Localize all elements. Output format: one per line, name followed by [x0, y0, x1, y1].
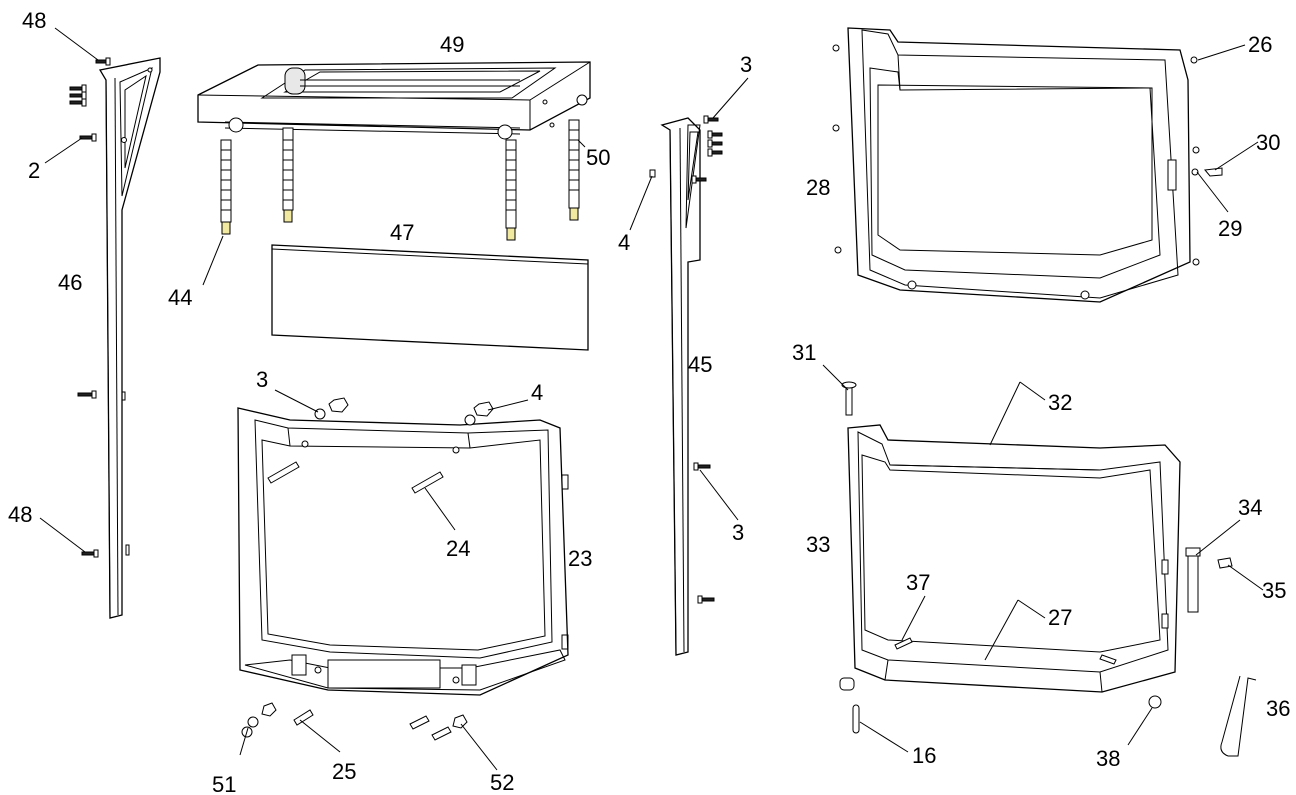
callout-34: 34 — [1238, 495, 1262, 520]
left-post-46 — [98, 57, 161, 619]
callout-16: 16 — [912, 743, 936, 768]
callout-27: 27 — [1048, 605, 1072, 630]
nuts-washers-3-4 — [314, 397, 494, 426]
callout-24: 24 — [446, 536, 470, 561]
door-33 — [847, 424, 1181, 693]
callout-45: 45 — [688, 352, 712, 377]
callout-48-bottom: 48 — [8, 502, 32, 527]
callout-44: 44 — [168, 285, 192, 310]
chain-3 — [505, 139, 517, 241]
rear-frame-28 — [832, 27, 1223, 303]
callout-36: 36 — [1266, 696, 1290, 721]
callout-33: 33 — [806, 532, 830, 557]
left-post-screws — [69, 57, 111, 558]
screw-2 — [79, 133, 97, 142]
callout-28: 28 — [806, 175, 830, 200]
chain-4 — [568, 119, 580, 221]
callout-50: 50 — [586, 145, 610, 170]
callout-35: 35 — [1262, 578, 1286, 603]
right-post-screws — [649, 115, 723, 604]
panel-47 — [271, 244, 589, 351]
callout-3-post-bottom: 3 — [732, 520, 744, 545]
callout-49: 49 — [440, 32, 464, 57]
callout-labels: 48 2 46 48 49 50 44 47 3 4 24 23 51 25 5… — [8, 8, 1290, 795]
callout-25: 25 — [332, 759, 356, 784]
leader-lines — [39, 27, 1264, 771]
callout-37: 37 — [906, 570, 930, 595]
top-frame-49 — [197, 61, 591, 140]
callout-31: 31 — [792, 340, 816, 365]
callout-3-post-top: 3 — [740, 52, 752, 77]
screw-48-top — [95, 57, 111, 66]
chain-2 — [282, 127, 294, 223]
front-frame-23 — [237, 407, 569, 696]
callout-4-frame: 4 — [531, 380, 543, 405]
callout-4-post: 4 — [618, 230, 630, 255]
long-bolts-24 — [267, 461, 444, 494]
callout-38: 38 — [1096, 746, 1120, 771]
callout-32: 32 — [1048, 390, 1072, 415]
callout-2: 2 — [28, 158, 40, 183]
door-hardware — [839, 381, 1257, 757]
callout-30: 30 — [1256, 130, 1280, 155]
callout-46: 46 — [58, 270, 82, 295]
callout-23: 23 — [568, 546, 592, 571]
callout-48-top: 48 — [22, 8, 46, 33]
callout-47: 47 — [390, 220, 414, 245]
callout-52: 52 — [490, 770, 514, 795]
callout-3-frame: 3 — [256, 367, 268, 392]
callout-26: 26 — [1248, 32, 1272, 57]
bottom-hardware-51-25-52 — [241, 702, 468, 741]
screw-48-bottom — [81, 549, 99, 558]
chains-44-50 — [220, 119, 580, 241]
callout-51: 51 — [212, 772, 236, 795]
callout-29: 29 — [1218, 216, 1242, 241]
right-post-45 — [660, 117, 701, 656]
chain-1 — [220, 139, 232, 235]
